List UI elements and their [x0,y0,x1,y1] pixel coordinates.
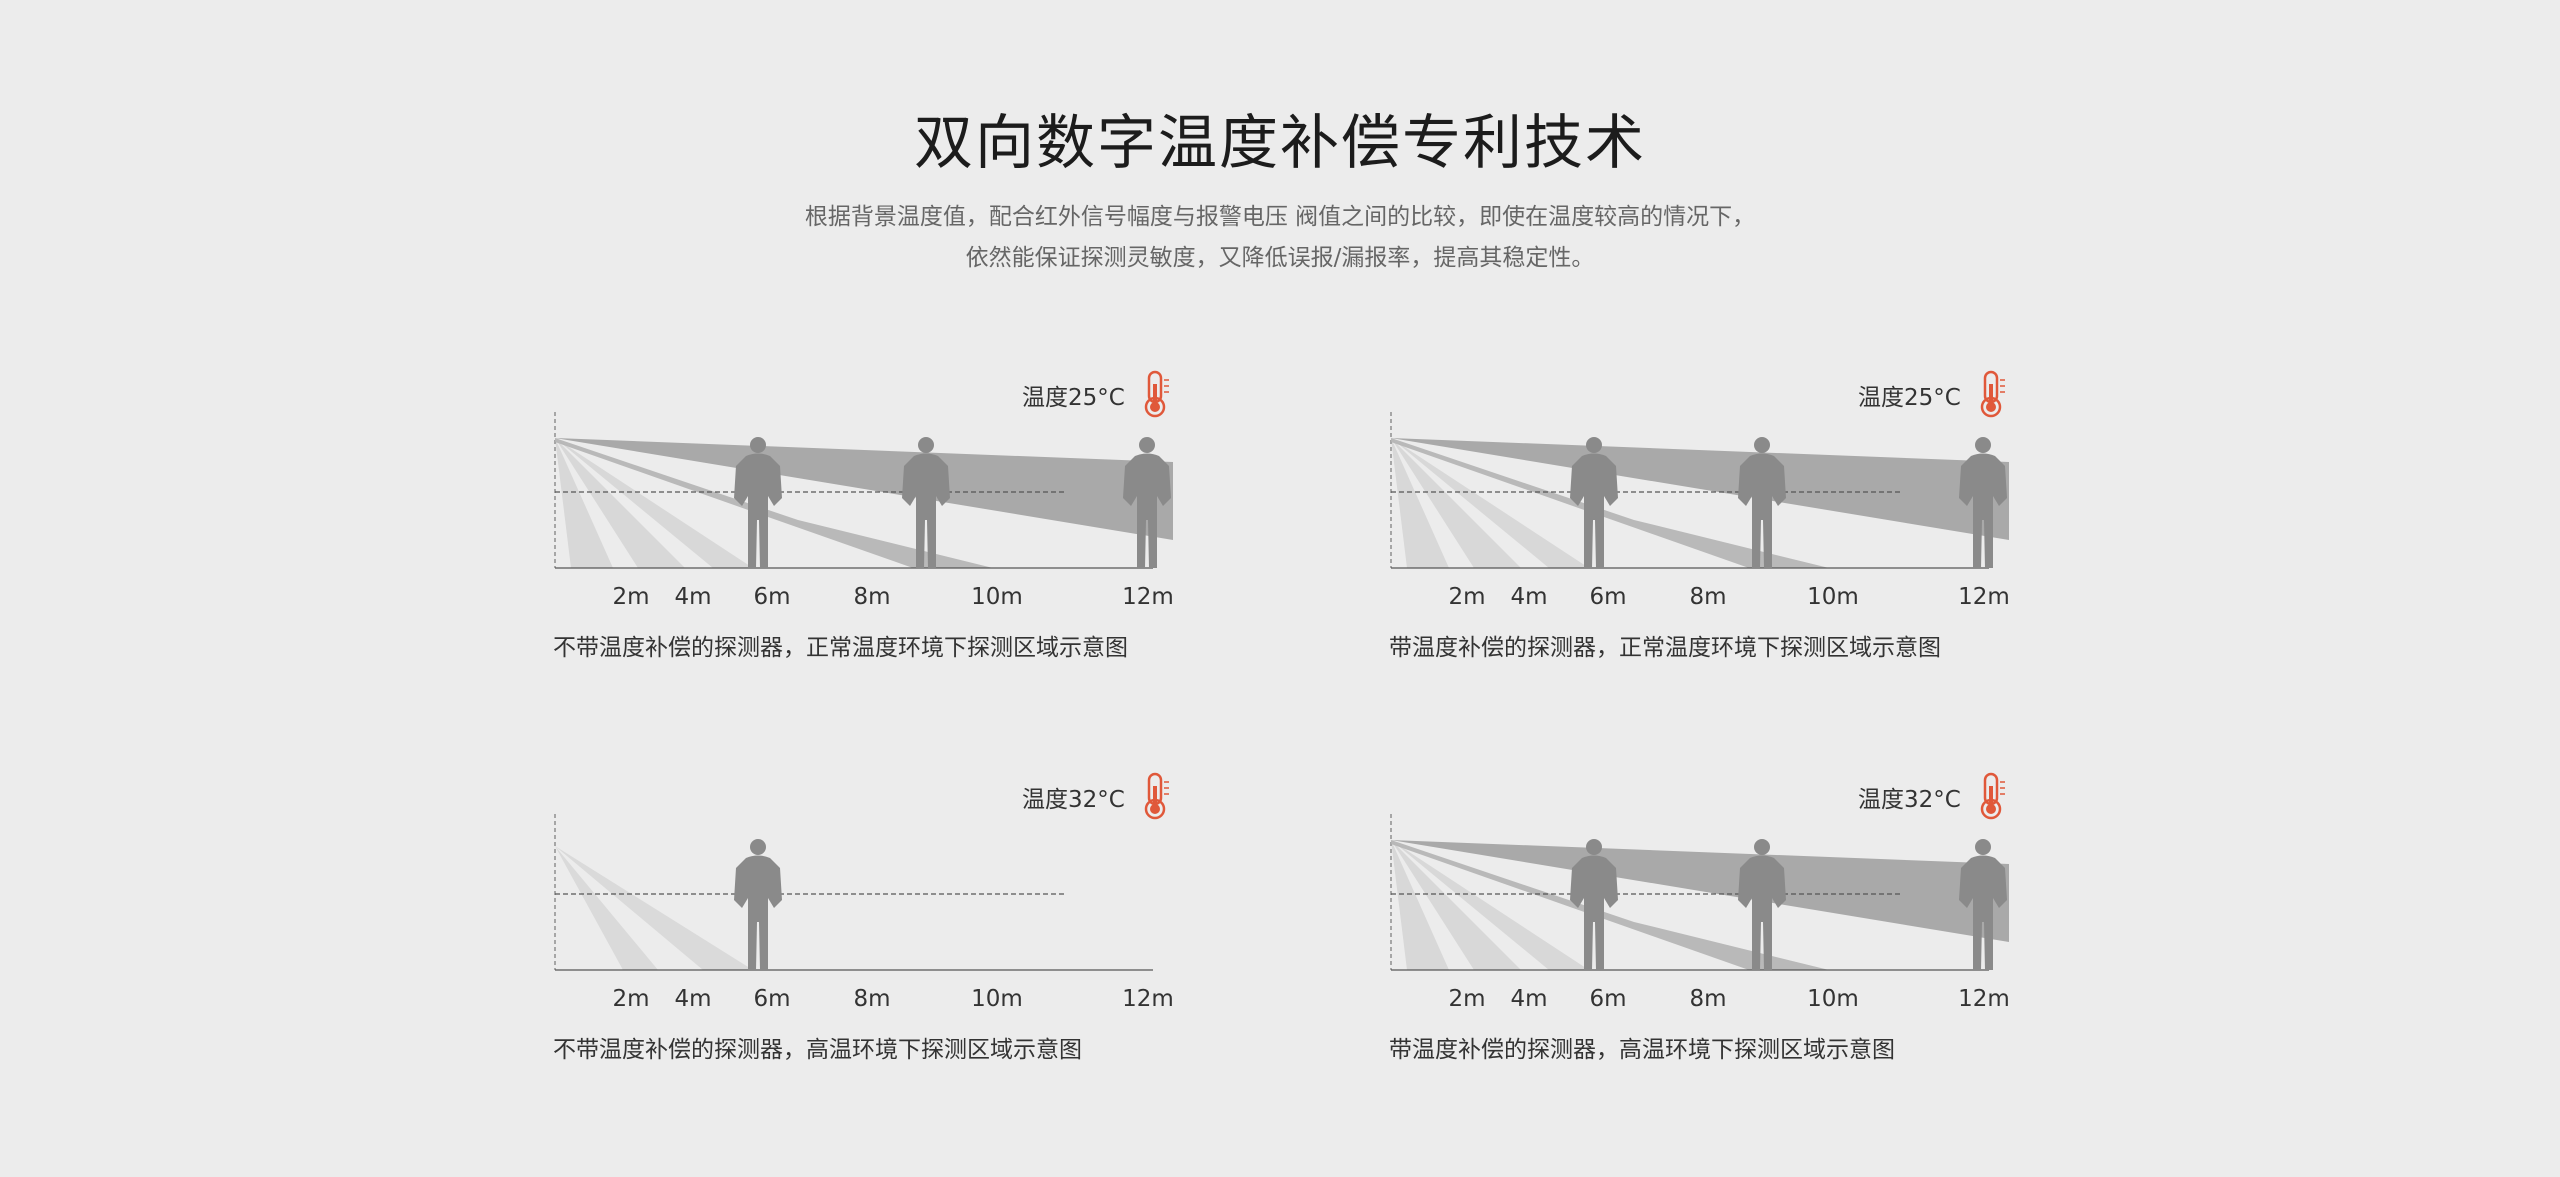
distance-tick: 2m [1448,584,1485,610]
short-beam-2 [1391,438,1521,568]
distance-tick: 4m [674,986,711,1012]
distance-tick: 4m [1510,986,1547,1012]
short-beam-2 [555,438,685,568]
short-beam-3 [555,438,753,568]
diagram-caption: 带温度补偿的探测器，正常温度环境下探测区域示意图 [1389,635,1941,661]
distance-tick: 8m [853,986,890,1012]
detection-zone-diagram: 2m 4m 6m 8m 10m 12m [1390,370,2010,610]
person-silhouette [1959,839,2007,970]
diagram-caption: 不带温度补偿的探测器，正常温度环境下探测区域示意图 [553,635,1128,661]
distance-tick: 10m [1807,986,1859,1012]
person-silhouette [1959,437,2007,568]
page-subtitle-line-2: 依然能保证探测灵敏度，又降低误报/漏报率，提高其稳定性。 [965,245,1595,271]
detection-zone-diagram: 2m 4m 6m 8m 10m 12m [1390,772,2010,1012]
person-silhouette [1570,839,1618,970]
distance-tick: 2m [612,986,649,1012]
diagram-panel-comp-high: 2m 4m 6m 8m 10m 12m 温度32°C 带温度补偿的探测器，高温环… [1389,772,2029,1082]
thermometer-icon [1980,772,2005,820]
distance-tick: 4m [1510,584,1547,610]
short-beam-1 [1391,438,1449,568]
detection-zone-diagram: 2m 4m 6m 8m 10m 12m [554,772,1174,1012]
person-silhouette [1738,839,1786,970]
distance-tick: 8m [853,584,890,610]
distance-tick: 6m [753,584,790,610]
distance-tick: 10m [971,584,1023,610]
short-beam-3 [1391,438,1589,568]
distance-tick: 12m [1958,584,2010,610]
distance-tick: 2m [1448,986,1485,1012]
temperature-label: 温度32°C [1022,787,1125,813]
person-silhouette [902,437,950,568]
short-beam-3 [1391,840,1589,970]
detection-zone-diagram: 2m 4m 6m 8m 10m 12m [554,370,1174,610]
short-beam-2 [1391,840,1521,970]
distance-tick: 12m [1122,584,1174,610]
person-silhouette [734,839,782,970]
thermometer-icon [1980,370,2005,418]
page-subtitle-line-1: 根据背景温度值，配合红外信号幅度与报警电压 阀值之间的比较，即使在温度较高的情况… [804,204,1756,230]
person-silhouette [1570,437,1618,568]
page-title: 双向数字温度补偿专利技术 [913,108,1646,177]
distance-tick: 12m [1122,986,1174,1012]
distance-tick: 12m [1958,986,2010,1012]
temperature-label: 温度25°C [1022,385,1125,411]
distance-tick: 6m [753,986,790,1012]
long-beam [555,438,1173,540]
diagram-panel-no-comp-high: 2m 4m 6m 8m 10m 12m 温度32°C 不带温度补偿的探测器，高温… [553,772,1193,1082]
temperature-label: 温度32°C [1858,787,1961,813]
short-beam-2 [555,846,753,970]
diagram-panel-no-comp-normal: 2m 4m 6m 8m 10m 12m 温度25°C 不带温度补偿的探测器，正常… [553,370,1193,680]
distance-tick: 10m [1807,584,1859,610]
short-beam-1 [555,846,658,970]
short-beam-1 [555,438,613,568]
distance-tick: 4m [674,584,711,610]
diagram-caption: 不带温度补偿的探测器，高温环境下探测区域示意图 [553,1037,1082,1063]
person-silhouette [1738,437,1786,568]
long-beam [1391,840,2009,942]
distance-tick: 6m [1589,584,1626,610]
diagram-panel-comp-normal: 2m 4m 6m 8m 10m 12m 温度25°C 带温度补偿的探测器，正常温… [1389,370,2029,680]
person-silhouette [734,437,782,568]
distance-tick: 2m [612,584,649,610]
diagram-caption: 带温度补偿的探测器，高温环境下探测区域示意图 [1389,1037,1895,1063]
temperature-label: 温度25°C [1858,385,1961,411]
thermometer-icon [1144,772,1169,820]
short-beam-1 [1391,840,1449,970]
distance-tick: 8m [1689,584,1726,610]
person-silhouette [1123,437,1171,568]
long-beam [1391,438,2009,540]
distance-tick: 6m [1589,986,1626,1012]
thermometer-icon [1144,370,1169,418]
distance-tick: 10m [971,986,1023,1012]
distance-tick: 8m [1689,986,1726,1012]
